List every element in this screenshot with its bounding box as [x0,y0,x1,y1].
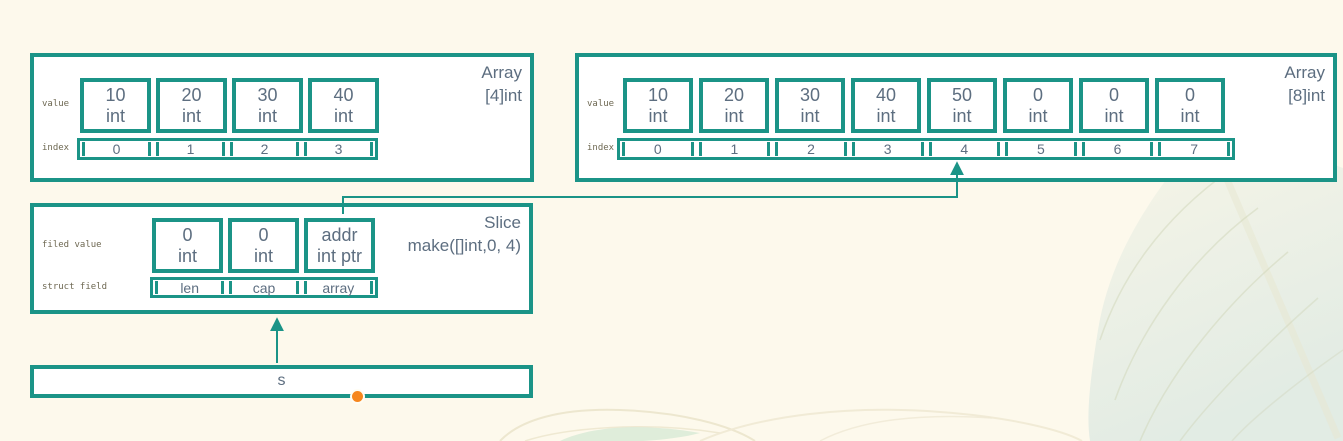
cell-value: 10 [647,84,669,105]
cell-type: int [876,105,896,126]
cell-value: 10 [105,84,126,105]
cell-type: int [952,105,972,126]
cell-type: int ptr [316,245,363,266]
slice-title-line1: Slice [484,213,521,232]
array8-index-2: 2 [775,142,847,156]
cell-value: 30 [799,84,821,105]
cell-value: 20 [723,84,745,105]
cell-value: 0 [258,224,269,245]
slice-field-cap: cap [229,281,299,295]
slice-field-label: struct field [42,282,108,292]
cell-value: addr [321,224,358,245]
s-variable-box: s [30,365,533,398]
array8-index-7: 7 [1158,142,1230,156]
cell-type: int [1180,105,1200,126]
array4-index-row: 0 1 2 3 [77,138,378,160]
array4-title-line1: Array [481,63,522,82]
slice-title: Slice make([]int,0, 4) [408,211,521,257]
cell-value: 50 [951,84,973,105]
array8-index-3: 3 [851,142,924,156]
array4-index-label: index [42,143,70,153]
cell-type: int [1028,105,1048,126]
array4-value-label: value [42,99,70,109]
array8-index-1: 1 [698,142,771,156]
cell-value: 0 [1032,84,1043,105]
slice-field-array: array [303,281,373,295]
array8-index-0: 0 [622,142,694,156]
array4-index-2: 2 [230,142,299,156]
array8-index-row: 0 1 2 3 4 5 6 7 [617,138,1235,160]
cell-value: 0 [182,224,193,245]
cell-type: int [253,245,273,266]
array4-title-line2: [4]int [485,86,522,105]
cell-type: int [333,105,353,126]
array8-index-4: 4 [928,142,1001,156]
slice-box: Slice make([]int,0, 4) filed value struc… [30,203,533,314]
array8-title-line2: [8]int [1288,86,1325,105]
array8-title: Array [8]int [1284,61,1325,107]
cell-value: 20 [181,84,202,105]
s-variable-label: s [277,372,286,389]
cell-type: int [181,105,201,126]
slice-value-label: filed value [42,240,102,250]
array8-value-label: value [587,99,615,109]
cell-value: 40 [875,84,897,105]
cell-value: 0 [1108,84,1119,105]
cell-value: 30 [257,84,278,105]
cell-value: 0 [1184,84,1195,105]
slice-field-row: len cap array [150,277,378,298]
cell-value: 40 [333,84,354,105]
slice-field-len: len [155,281,225,295]
cell-type: int [257,105,277,126]
array4-index-0: 0 [82,142,151,156]
array8-index-label: index [587,143,615,153]
cell-type: int [177,245,197,266]
cell-type: int [1104,105,1124,126]
slice-title-line2: make([]int,0, 4) [407,236,521,255]
connector-endpoint-handle[interactable] [350,389,365,404]
cell-type: int [105,105,125,126]
array4-index-3: 3 [304,142,373,156]
array8-index-6: 6 [1081,142,1154,156]
cell-type: int [800,105,820,126]
cell-type: int [648,105,668,126]
array4-title: Array [4]int [481,61,522,107]
cell-type: int [724,105,744,126]
array8-index-5: 5 [1005,142,1077,156]
array4-index-1: 1 [156,142,225,156]
array8-title-line1: Array [1284,63,1325,82]
